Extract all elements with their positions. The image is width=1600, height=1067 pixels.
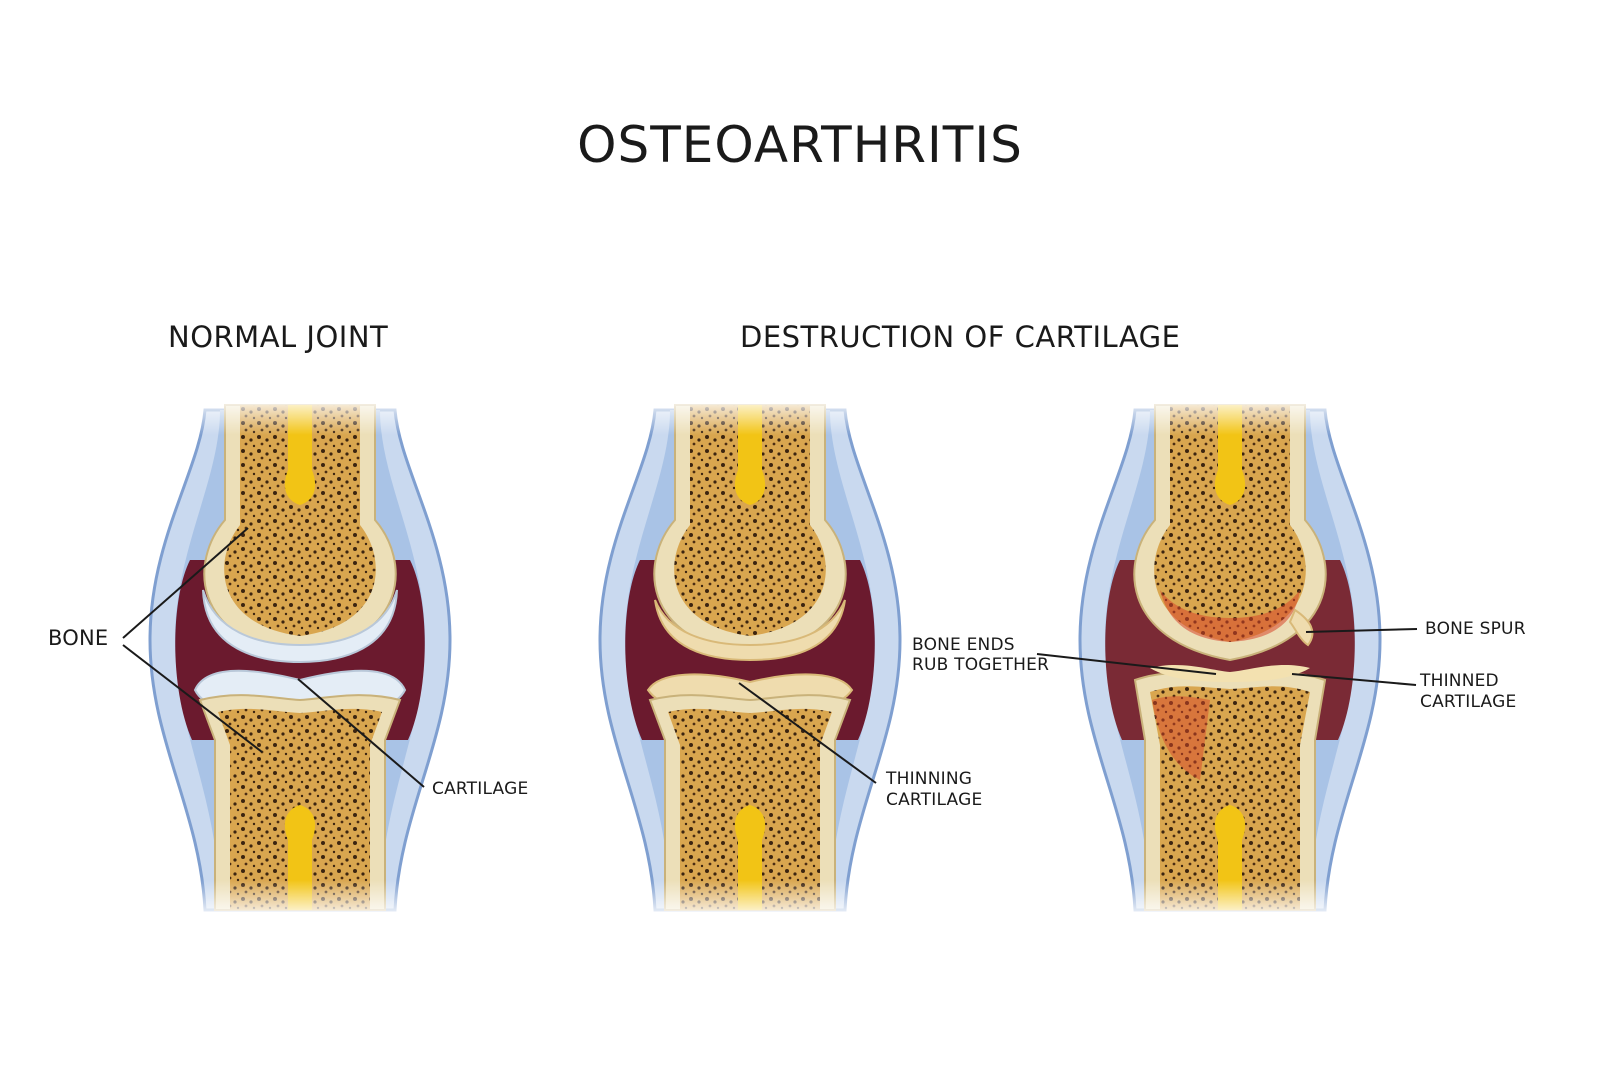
bone-ends-label-line1: BONE ENDS [912,635,1015,655]
destruction-heading: DESTRUCTION OF CARTILAGE [740,320,1181,354]
upper-cartilage-thinning [654,599,846,662]
cartilage-label: CARTILAGE [432,779,529,799]
inflamed-region [1160,590,1300,642]
normal-joint-heading: NORMAL JOINT [168,320,389,354]
bone-leader-upper [122,527,249,639]
upper-cartilage [202,589,398,664]
bone-label: BONE [48,626,109,650]
upper-bone-spongy-inflamed [1154,405,1306,642]
bone-spur-leader [1305,628,1418,633]
thinned-cartilage-contact [1150,664,1310,682]
thinned-label-line2: CARTILAGE [1420,692,1517,712]
bone-ends-leader [1036,653,1217,675]
bone-spur-shape [1288,608,1314,647]
thinned-joint [1078,404,1382,912]
leader-lines [122,527,1418,788]
page-title: OSTEOARTHRITIS [577,116,1023,174]
inflamed-region [1152,696,1210,780]
cartilage-leader [297,678,425,788]
upper-bone-spongy [224,405,376,636]
upper-bone-spongy [674,405,826,636]
bone-spur-label: BONE SPUR [1425,619,1526,639]
thinning-label-line2: CARTILAGE [886,790,983,810]
bone-ends-label-line2: RUB TOGETHER [912,655,1050,675]
thinning-cartilage-leader [738,682,877,784]
thinned-label-line1: THINNED [1420,671,1499,691]
thinning-label-line1: THINNING [886,769,973,789]
bone-leader-lower [122,644,263,753]
thinning-joint [598,404,902,912]
normal-joint [148,404,452,912]
thinned-cartilage-leader [1291,673,1417,686]
